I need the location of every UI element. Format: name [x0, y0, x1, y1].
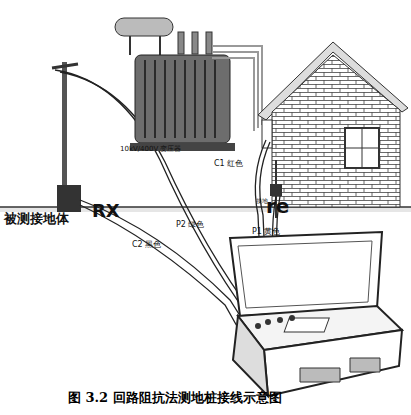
equipment-label: 10kV/400V 变压器 [120, 146, 181, 153]
ground-body-label: 被测接地体 [4, 212, 69, 225]
terminal [255, 323, 261, 329]
figure-caption: 图 3.2 回路阻抗法测地桩接线示意图 [68, 391, 282, 404]
window [345, 128, 379, 168]
terminal [277, 317, 283, 323]
wire-label: P1 黄色 [252, 228, 280, 236]
wire-label: C1 红色 [214, 160, 243, 168]
case-side [233, 316, 268, 396]
transformer-fins [145, 60, 215, 138]
wire-label: C2 黑色 [132, 241, 161, 249]
pole [62, 62, 67, 192]
bushing [192, 32, 198, 54]
wire [80, 205, 238, 328]
lid-panel [238, 241, 372, 308]
supply-cable [212, 46, 262, 131]
transformer-body [135, 55, 230, 143]
electrode-symbol: re [266, 196, 289, 216]
wire-label: P2 绿色 [176, 221, 204, 229]
bushing [206, 32, 212, 54]
wire [80, 200, 244, 322]
case-latch [300, 358, 380, 382]
ground-symbol: RX [92, 202, 120, 220]
case-lid [230, 232, 382, 316]
stake-clamp [270, 184, 282, 196]
terminal [265, 319, 271, 325]
terminal [289, 315, 295, 321]
case-front [264, 330, 402, 396]
pole-arm [52, 64, 78, 68]
house-wall [272, 55, 400, 207]
tank-support [130, 36, 160, 55]
window-frame [345, 128, 379, 168]
bushing [178, 32, 184, 54]
conservator-tank [115, 18, 173, 36]
meter-box [262, 120, 272, 148]
ground-body [57, 185, 81, 212]
